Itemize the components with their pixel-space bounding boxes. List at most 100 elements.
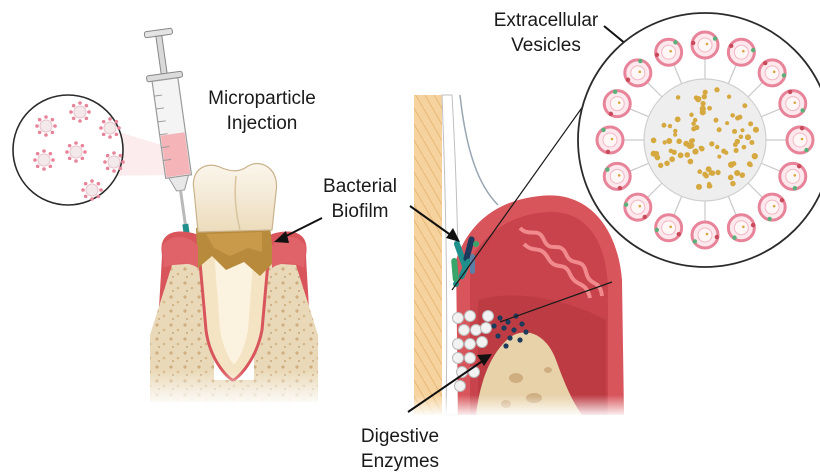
microparticle — [483, 311, 494, 322]
gold-particle — [688, 159, 694, 165]
gold-particle — [688, 142, 694, 148]
gold-particle — [730, 113, 735, 118]
gold-particle — [714, 118, 719, 123]
gold-particle — [725, 121, 729, 125]
enzyme — [503, 343, 508, 348]
gold-particle — [742, 103, 747, 108]
vesicle-icon — [759, 60, 786, 86]
mini-vesicle-icon — [103, 151, 125, 173]
vesicle-icon — [655, 39, 682, 65]
microparticle — [481, 323, 492, 334]
enzyme — [497, 315, 502, 320]
gold-particle — [748, 121, 753, 126]
mini-vesicle-icon — [65, 141, 87, 163]
gold-particle — [715, 145, 719, 149]
gold-particle — [708, 184, 713, 189]
microparticle-inset — [13, 95, 178, 205]
gold-particle — [696, 184, 702, 190]
microparticle — [465, 339, 476, 350]
enzyme — [491, 323, 496, 328]
label-microparticle-2: Injection — [227, 113, 298, 134]
gold-particle — [707, 106, 712, 111]
gold-particle — [734, 148, 739, 153]
microparticle — [453, 353, 464, 364]
microparticle — [471, 325, 482, 336]
microparticle — [455, 381, 466, 392]
gold-particle — [673, 129, 677, 133]
gold-particle — [661, 123, 666, 128]
gold-particle — [676, 139, 682, 145]
gold-particle — [672, 150, 677, 155]
vesicle-icon — [728, 39, 755, 65]
enzyme — [507, 335, 512, 340]
label-extracellular-2: Vesicles — [511, 35, 581, 56]
mini-vesicle-icon — [33, 149, 55, 171]
tooth-icon — [145, 164, 325, 406]
gold-particle — [717, 127, 722, 132]
enzyme — [519, 321, 524, 326]
gold-particle — [673, 133, 677, 137]
gold-particle — [748, 163, 753, 168]
microparticle — [453, 313, 464, 324]
gold-particle — [728, 175, 734, 181]
vesicle-icon — [625, 59, 651, 86]
gold-particle — [662, 140, 666, 144]
gold-particle — [697, 169, 702, 174]
microparticle — [465, 311, 476, 322]
vesicle-icon — [780, 90, 806, 117]
gold-particle — [692, 149, 698, 155]
vesicle-icon — [597, 127, 623, 154]
gold-particle — [664, 161, 670, 167]
gold-particle — [749, 140, 754, 145]
enzyme — [495, 333, 500, 338]
gold-particle — [702, 172, 707, 177]
gold-particle — [651, 138, 657, 144]
gold-particle — [737, 115, 742, 120]
vesicle-icon — [624, 194, 651, 220]
label-digestive-1: Digestive — [361, 426, 439, 447]
gold-particle — [731, 161, 736, 166]
vesicle-icon — [604, 90, 630, 117]
gold-particle — [700, 106, 706, 112]
gold-particle — [753, 127, 759, 133]
gold-particle — [675, 116, 681, 122]
gold-particle — [709, 171, 713, 175]
gold-particle — [739, 172, 745, 178]
microparticle — [469, 367, 480, 378]
label-bacterial-2: Biofilm — [331, 201, 388, 222]
gold-particle — [709, 141, 714, 146]
gold-particle — [668, 124, 672, 128]
gold-particle — [703, 90, 708, 95]
gold-particle — [724, 151, 728, 155]
label-digestive-2: Enzymes — [361, 451, 439, 472]
gold-particle — [695, 96, 701, 102]
gold-particle — [714, 87, 719, 92]
gold-particle — [693, 118, 697, 122]
gold-particle — [734, 170, 740, 176]
vesicle-icon — [692, 222, 719, 248]
vesicle-icon — [787, 126, 813, 153]
mini-vesicle-icon — [81, 179, 103, 201]
gold-particle — [689, 113, 693, 117]
label-extracellular-1: Extracellular — [494, 10, 599, 31]
mini-vesicle-icon — [99, 117, 121, 139]
vesicle-icon — [604, 163, 630, 190]
gold-particle — [739, 134, 744, 139]
gold-particle — [658, 163, 663, 168]
gold-particle — [727, 94, 731, 98]
microparticle — [453, 339, 464, 350]
gold-particle — [678, 152, 684, 158]
enzyme — [511, 327, 516, 332]
gold-particle — [666, 138, 672, 144]
mini-vesicle-icon — [35, 115, 57, 137]
enzyme — [523, 329, 528, 334]
gold-particle — [717, 155, 721, 159]
gold-particle — [702, 94, 707, 99]
microparticle — [465, 353, 476, 364]
microparticle — [477, 337, 488, 348]
vesicle-icon — [655, 215, 682, 241]
gold-particle — [715, 170, 720, 175]
enzyme — [517, 337, 522, 342]
mini-vesicle-icon — [69, 101, 91, 123]
gold-particle — [699, 146, 703, 150]
